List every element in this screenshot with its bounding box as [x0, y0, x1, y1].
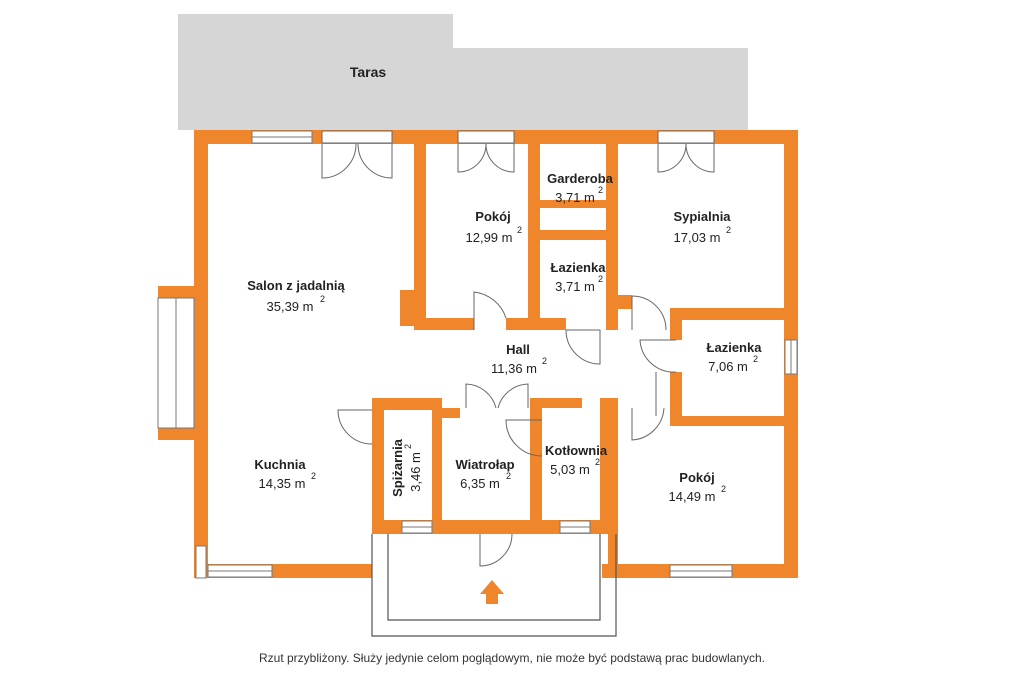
- room-name: Kotłownia: [545, 443, 608, 458]
- terrace-area: [178, 14, 748, 130]
- area-unit-superscript: 2: [320, 294, 325, 304]
- terrace-label: Taras: [350, 64, 387, 80]
- room-garderoba: Garderoba 3,71 m 2: [547, 171, 614, 205]
- area-unit-superscript: 2: [753, 354, 758, 364]
- room-area: 12,99 m: [466, 230, 513, 245]
- window-kitchen-corner: [195, 545, 207, 579]
- room-area: 5,03 m: [550, 462, 590, 477]
- room-wiatrolap: Wiatrołap 6,35 m 2: [455, 457, 514, 491]
- room-name: Sypialnia: [673, 209, 731, 224]
- doors: [321, 130, 715, 567]
- room-area: 11,36 m: [491, 361, 537, 376]
- room-name: Pokój: [679, 470, 714, 485]
- room-kotlownia: Kotłownia 5,03 m 2: [545, 443, 608, 477]
- room-name: Łazienka: [551, 260, 607, 275]
- room-area: 17,03 m: [674, 230, 721, 245]
- window-dividers: [175, 136, 792, 572]
- room-lazienka-2: Łazienka 7,06 m 2: [707, 340, 763, 374]
- interior-walls: [372, 144, 798, 578]
- room-area: 7,06 m: [708, 359, 748, 374]
- room-area: 35,39 m: [267, 299, 314, 314]
- room-kuchnia: Kuchnia 14,35 m 2: [254, 457, 316, 491]
- room-hall: Hall 11,36 m 2: [491, 342, 547, 376]
- entrance-arrow-icon: [480, 580, 504, 604]
- disclaimer-caption: Rzut przybliżony. Służy jedynie celom po…: [258, 651, 766, 665]
- room-pokoj-1: Pokój 12,99 m 2: [466, 209, 523, 245]
- room-name: Salon z jadalnią: [247, 278, 345, 293]
- room-area: 3,71 m: [555, 279, 595, 294]
- outer-walls: [158, 130, 798, 578]
- area-unit-superscript: 2: [595, 457, 600, 467]
- area-unit-superscript: 2: [726, 225, 731, 235]
- room-area: 6,35 m: [460, 476, 500, 491]
- area-unit-superscript: 2: [598, 274, 603, 284]
- room-name: Wiatrołap: [455, 457, 514, 472]
- room-name: Garderoba: [547, 171, 614, 186]
- area-unit-superscript: 2: [517, 225, 522, 235]
- room-area: 14,35 m: [259, 476, 306, 491]
- area-unit-superscript: 2: [506, 471, 511, 481]
- room-name: Łazienka: [707, 340, 763, 355]
- room-area: 3,46 m: [408, 452, 423, 492]
- room-name: Hall: [506, 342, 530, 357]
- area-unit-superscript: 2: [311, 471, 316, 481]
- area-unit-superscript: 2: [403, 444, 413, 449]
- room-salon: Salon z jadalnią 35,39 m 2: [247, 278, 345, 314]
- room-name: Pokój: [475, 209, 510, 224]
- room-area: 14,49 m: [669, 489, 716, 504]
- area-unit-superscript: 2: [542, 356, 547, 366]
- room-spizarnia: Spiżarnia 3,46 m 2: [390, 438, 423, 497]
- room-sypialnia: Sypialnia 17,03 m 2: [673, 209, 731, 245]
- area-unit-superscript: 2: [721, 484, 726, 494]
- room-pokoj-2: Pokój 14,49 m 2: [669, 470, 727, 504]
- room-lazienka-1: Łazienka 3,71 m 2: [551, 260, 607, 294]
- area-unit-superscript: 2: [598, 185, 603, 195]
- room-name: Spiżarnia: [390, 438, 405, 497]
- porch: [371, 534, 617, 637]
- room-area: 3,71 m: [555, 190, 595, 205]
- room-name: Kuchnia: [254, 457, 306, 472]
- windows: [157, 130, 798, 579]
